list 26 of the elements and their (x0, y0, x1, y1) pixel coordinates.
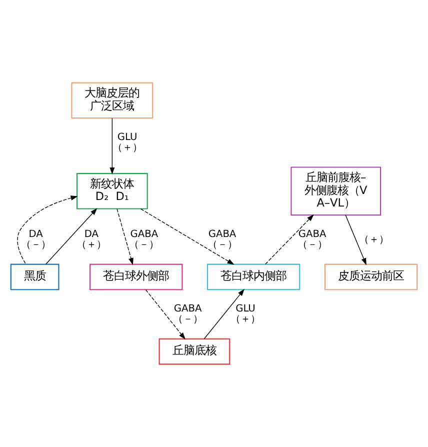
edge-label: DA （－） (20, 229, 51, 251)
edge-label: GABA （－） (172, 304, 203, 326)
edge-label: DA （＋） (76, 229, 106, 251)
node-box: 苍白球内侧部 (206, 264, 300, 290)
arrow (17, 196, 78, 265)
arrow (204, 288, 244, 340)
node-box: 黑质 (10, 264, 60, 290)
node-box: 苍白球外侧部 (90, 264, 183, 290)
arrow (264, 214, 314, 265)
arrow (140, 208, 234, 265)
node-box: 大脑皮层的广泛区域 (71, 82, 154, 119)
arrow (116, 208, 134, 266)
node-box: 丘脑底核 (158, 338, 230, 365)
edge-label: GABA （－） (297, 229, 328, 251)
node-box: 新纹状体 D₂ D₁ (76, 173, 148, 210)
edge-label: GABA （－） (207, 229, 238, 251)
edge-label: GABA （－） (129, 229, 160, 251)
edge-label: GLU （＋） (112, 132, 142, 154)
arrow (110, 118, 115, 175)
edge-label: （＋） (359, 234, 390, 246)
arrow (46, 208, 98, 264)
arrow (345, 214, 366, 266)
node-box: 皮质运动前区 (324, 264, 418, 290)
node-box: 丘脑前腹核–外侧腹核（VA–VL） (290, 166, 382, 216)
arrow (145, 289, 186, 340)
edge-label: GLU （＋） (230, 304, 260, 326)
